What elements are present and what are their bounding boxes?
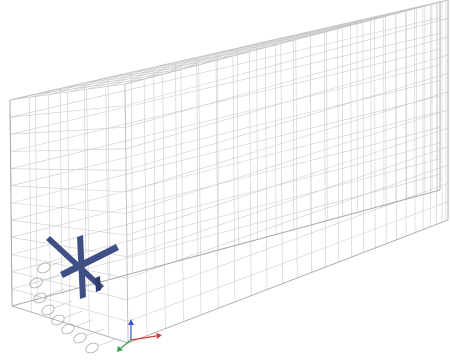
grid-line [9,83,126,101]
grid-line-leader [41,273,61,282]
grid-line-leader [63,310,83,319]
grid-line [127,164,449,279]
grid-line [11,219,127,236]
grid-line [10,48,441,152]
axis-x-arrow [156,333,162,339]
grid-line [10,148,126,152]
grid-line [11,142,441,255]
cross-member-icon[interactable] [46,235,119,299]
grid-line [11,305,129,344]
circle-label-icon [85,342,99,354]
grid-line [126,109,449,214]
circle-label-icon [37,262,51,274]
circle-label-icon [73,332,87,344]
grid-lines [9,0,449,344]
axis-y-line [120,339,132,349]
grid-line [10,33,441,135]
grid-line [127,201,449,322]
grid-line-leader [97,338,117,347]
grid-line [10,168,127,171]
grid-line [11,127,441,238]
grid-line [10,17,441,118]
circle-label-icon [29,277,43,289]
grid-line-leader [45,288,65,297]
circle-label-icon [51,314,65,326]
grid-line [10,64,441,169]
grid-line-leader [53,300,73,309]
grid-line [86,0,446,90]
grid-line [10,185,127,193]
circle-label-icon [33,292,47,304]
grid-line-leader [85,328,105,337]
grid-line [10,105,126,118]
grid-line [11,288,128,322]
grid-line [10,80,441,187]
axis-triad-icon [117,319,162,352]
grid-line [125,36,449,128]
cross-member-bar [77,235,86,299]
cross-member-shade [95,276,101,292]
grid-line [9,1,441,101]
axis-y-arrow [117,346,123,352]
grid-line [126,128,449,236]
grid-line [125,73,449,171]
grid-line [11,158,441,272]
grid-line [11,174,441,290]
grid-line-leader [49,258,69,267]
circle-label-icon [61,323,75,335]
grid-line [48,1,443,95]
grid-line [11,271,128,301]
grid-line [10,126,126,135]
grid-line [11,254,128,279]
grid-line [126,146,449,257]
grid-line [125,54,449,150]
grid-line [126,91,449,193]
grid-line [125,18,449,106]
cross-member-bar [46,236,104,290]
grid-line [11,111,441,221]
grid-line [10,202,127,214]
grid-line [10,95,441,204]
grid-line-labels [29,258,117,354]
grid-line [67,0,445,93]
grid-line [124,0,449,85]
grid-line [127,219,449,344]
circle-label-icon [41,304,55,316]
cross-member-bar [60,244,119,278]
axis-x-line [130,335,157,341]
axis-z-arrow [128,319,134,325]
grid-line-leader [73,319,93,328]
